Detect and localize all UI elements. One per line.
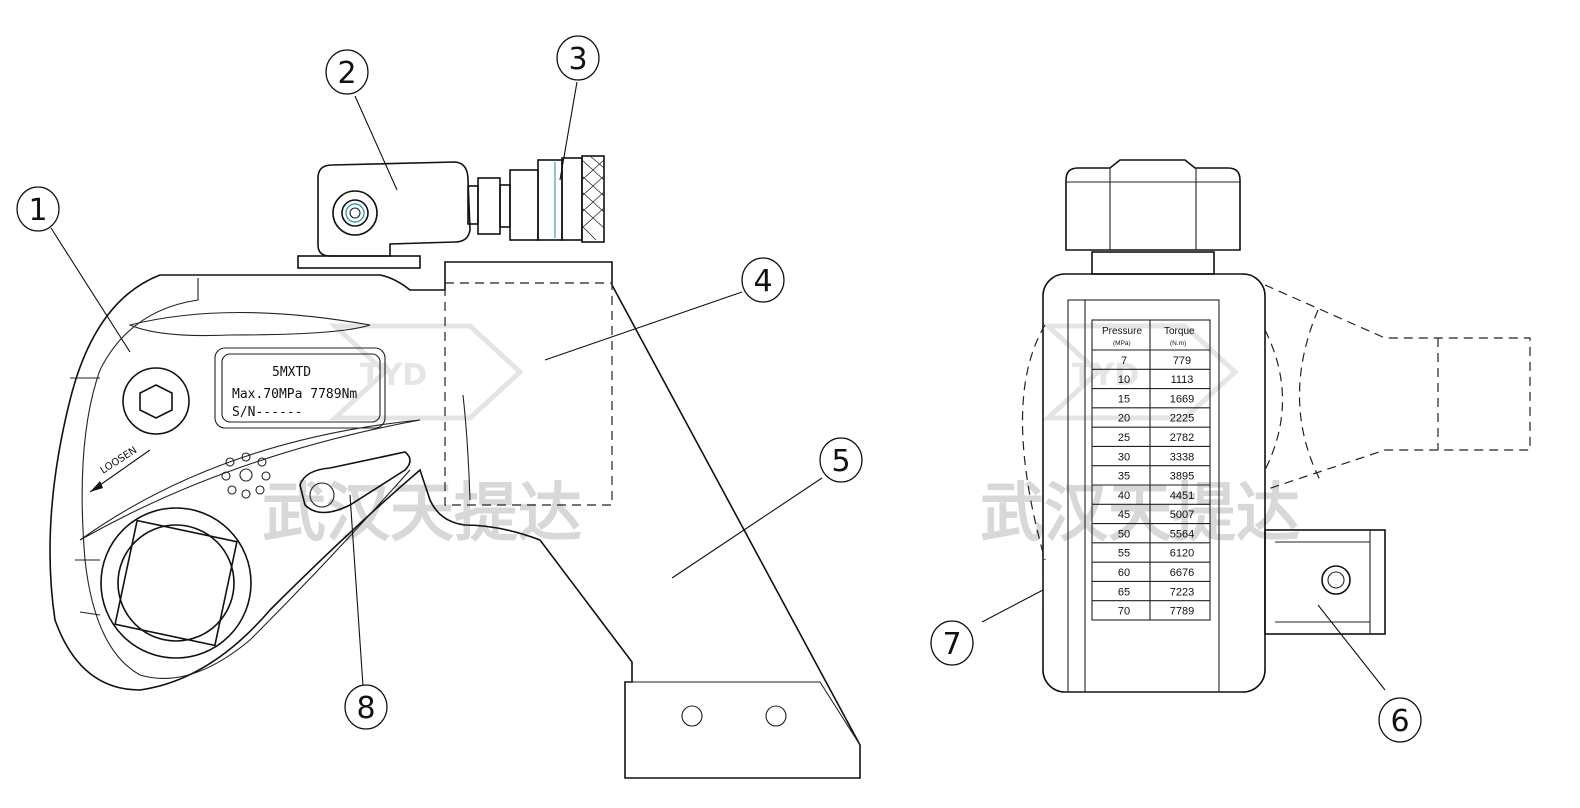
table-cell-pressure: 60: [1118, 567, 1130, 579]
table-cell-pressure: 10: [1118, 374, 1130, 386]
callout-3: 3: [556, 35, 600, 81]
callout-8-label: 8: [356, 691, 375, 726]
reaction-arm-hole: [681, 705, 703, 727]
callout-6-label: 6: [1390, 704, 1409, 739]
nameplate: [214, 347, 386, 429]
table-cell-torque: 3895: [1170, 471, 1194, 483]
table-cell-torque: 2225: [1170, 413, 1194, 425]
table-cell-torque: 6676: [1170, 567, 1194, 579]
leader-lines: [50, 81, 1386, 691]
swivel-fitting: [297, 161, 471, 269]
table-cell-pressure: 30: [1118, 451, 1130, 463]
table-cell-torque: 4451: [1170, 490, 1194, 502]
table-cell-torque: 3338: [1170, 451, 1194, 463]
watermark-logo-text-right: TYD: [1072, 358, 1139, 393]
table-cell-pressure: 20: [1118, 413, 1130, 425]
nameplate-spec: Max.70MPa 7789Nm: [232, 387, 357, 402]
callout-6: 6: [1378, 697, 1422, 743]
watermark-text-left: 武汉天提达: [262, 477, 582, 551]
table-cell-pressure: 7: [1121, 355, 1127, 367]
callout-7: 7: [930, 620, 974, 666]
watermark-logo-left: TYD: [328, 323, 524, 421]
table-cell-torque: 6120: [1170, 548, 1194, 560]
table-cell-pressure: 35: [1118, 471, 1130, 483]
table-cell-torque: 2782: [1170, 432, 1194, 444]
callout-1-label: 1: [28, 193, 47, 228]
table-cell-pressure: 55: [1118, 548, 1130, 560]
hex-socket: [100, 507, 252, 659]
table-header-pressure: Pressure: [1102, 326, 1142, 337]
callout-7-label: 7: [942, 627, 961, 662]
watermark-logo-right: TYD: [1041, 323, 1239, 421]
wrench-body-side-view: [49, 261, 861, 779]
table-cell-torque: 1113: [1171, 374, 1194, 386]
table-cell-torque: 5007: [1170, 509, 1194, 521]
hole-pattern: [221, 452, 271, 499]
callout-5-label: 5: [831, 444, 850, 479]
watermark-logo-text-left: TYD: [360, 358, 427, 393]
table-cell-pressure: 45: [1118, 509, 1130, 521]
square-drive: [1264, 529, 1386, 635]
callout-8: 8: [344, 684, 388, 730]
table-cell-pressure: 50: [1118, 528, 1130, 540]
callout-5: 5: [819, 437, 863, 483]
table-cell-torque: 5564: [1170, 528, 1194, 540]
reaction-arm-hole: [765, 705, 787, 727]
nameplate-serial: S/N------: [232, 405, 302, 420]
table-cell-torque: 7223: [1170, 586, 1194, 598]
watermark-text-right: 武汉天提达: [980, 477, 1300, 551]
torque-table: Pressure (MPa) Torque (N.m) 7 779 10 1113 15…: [1091, 319, 1211, 621]
table-header-pressure-unit: (MPa): [1113, 340, 1131, 347]
table-cell-torque: 1669: [1170, 393, 1194, 405]
callout-2-label: 2: [337, 56, 356, 91]
table-cell-torque: 779: [1173, 355, 1191, 367]
table-header-torque: Torque: [1164, 326, 1195, 337]
wrench-body-front-view: [1021, 159, 1531, 693]
table-cell-torque: 7789: [1170, 606, 1194, 618]
table-cell-pressure: 40: [1118, 490, 1130, 502]
callout-1: 1: [16, 186, 60, 232]
hydraulic-cylinder-hidden: [444, 282, 613, 506]
table-cell-pressure: 70: [1118, 606, 1130, 618]
callout-3-label: 3: [568, 42, 587, 77]
hex-bolt: [122, 367, 190, 435]
nameplate-model: 5MXTD: [272, 365, 311, 380]
table-cell-pressure: 15: [1118, 393, 1130, 405]
quick-coupler: [467, 155, 605, 243]
callout-4-label: 4: [753, 264, 772, 299]
table-cell-pressure: 65: [1118, 586, 1130, 598]
callout-4: 4: [741, 257, 785, 303]
table-cell-pressure: 25: [1118, 432, 1130, 444]
callout-2: 2: [325, 49, 369, 95]
table-header-torque-unit: (N.m): [1170, 340, 1186, 347]
release-lever: [299, 451, 411, 514]
